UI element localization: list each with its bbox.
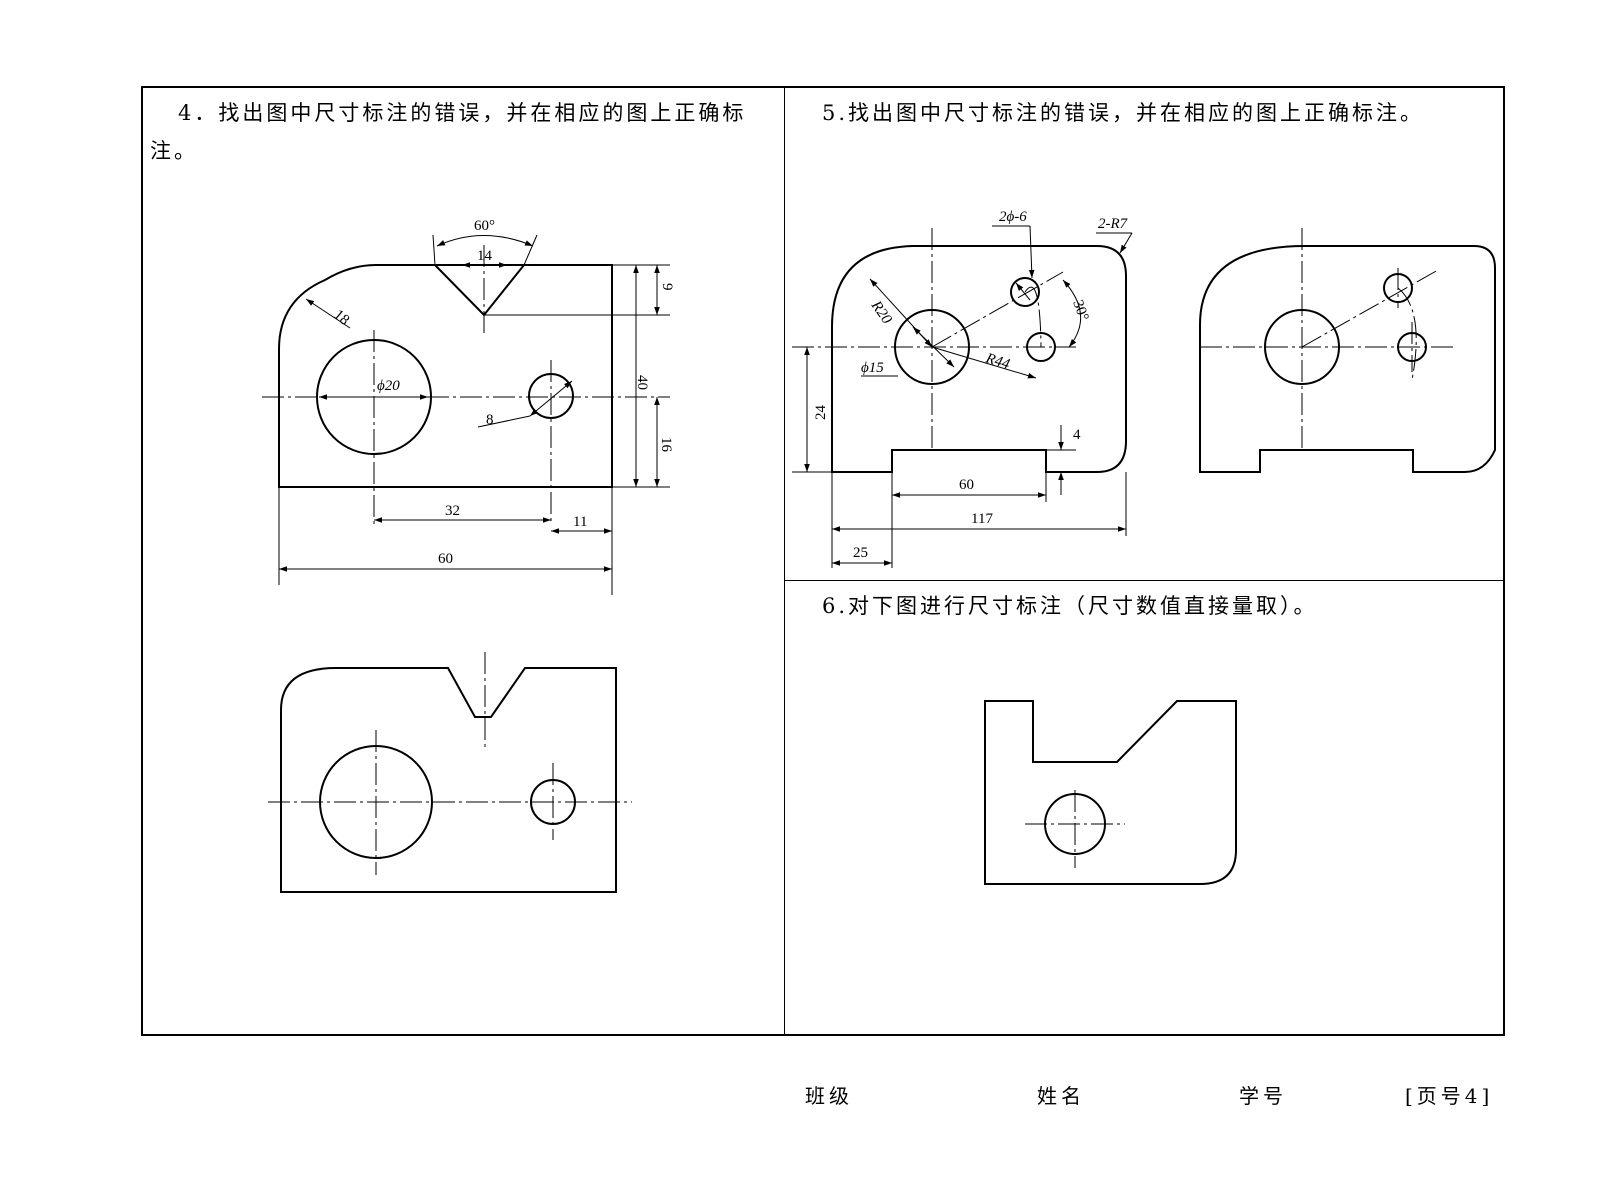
svg-text:ϕ15: ϕ15 — [861, 360, 884, 376]
svg-text:25: 25 — [853, 545, 868, 561]
figure-5-dimensioned — [792, 225, 1133, 568]
question-4-text: 4．找出图中尺寸标注的错误，并在相应的图上正确标注。 — [150, 101, 747, 163]
footer-id-label: 学号 — [1239, 1084, 1287, 1108]
row-divider — [784, 580, 1505, 581]
svg-text:16: 16 — [658, 437, 674, 453]
svg-text:11: 11 — [573, 514, 587, 530]
svg-text:60°: 60° — [474, 218, 495, 234]
figure-4-blank — [268, 652, 632, 893]
figure-4-labels: 60° 14 18 9 40 16 ϕ20 8 32 11 60 — [330, 218, 675, 567]
svg-text:2ϕ-6: 2ϕ-6 — [999, 209, 1027, 225]
worksheet-frame — [141, 86, 1505, 1036]
footer-page-number: [页号4] — [1405, 1084, 1494, 1108]
svg-text:30°: 30° — [1069, 298, 1091, 323]
svg-text:32: 32 — [445, 503, 460, 519]
footer-name-label: 姓名 — [1037, 1084, 1085, 1108]
figure-5-labels: 2ϕ-6 2-R7 R20 30° R44 ϕ15 24 4 60 117 25 — [813, 209, 1129, 561]
svg-text:60: 60 — [438, 551, 453, 567]
svg-text:24: 24 — [813, 405, 829, 421]
column-divider — [784, 86, 785, 1036]
question-6-text: 6.对下图进行尺寸标注（尺寸数值直接量取）。 — [822, 594, 1318, 618]
figure-5-blank — [1199, 228, 1496, 473]
svg-text:9: 9 — [659, 283, 675, 291]
svg-text:14: 14 — [477, 248, 493, 264]
svg-text:8: 8 — [486, 412, 494, 428]
svg-text:18: 18 — [330, 307, 352, 329]
svg-text:117: 117 — [971, 511, 993, 527]
svg-text:4: 4 — [1073, 427, 1081, 443]
question-5-text: 5.找出图中尺寸标注的错误，并在相应的图上正确标注。 — [822, 101, 1425, 125]
figure-4-dimensioned — [262, 234, 670, 595]
svg-text:ϕ20: ϕ20 — [377, 378, 400, 394]
svg-text:40: 40 — [634, 375, 650, 390]
figure-6-part — [984, 700, 1237, 885]
svg-text:R44: R44 — [983, 350, 1012, 373]
svg-text:2-R7: 2-R7 — [1098, 216, 1129, 232]
svg-text:60: 60 — [959, 477, 974, 493]
footer-class-label: 班级 — [805, 1084, 853, 1108]
